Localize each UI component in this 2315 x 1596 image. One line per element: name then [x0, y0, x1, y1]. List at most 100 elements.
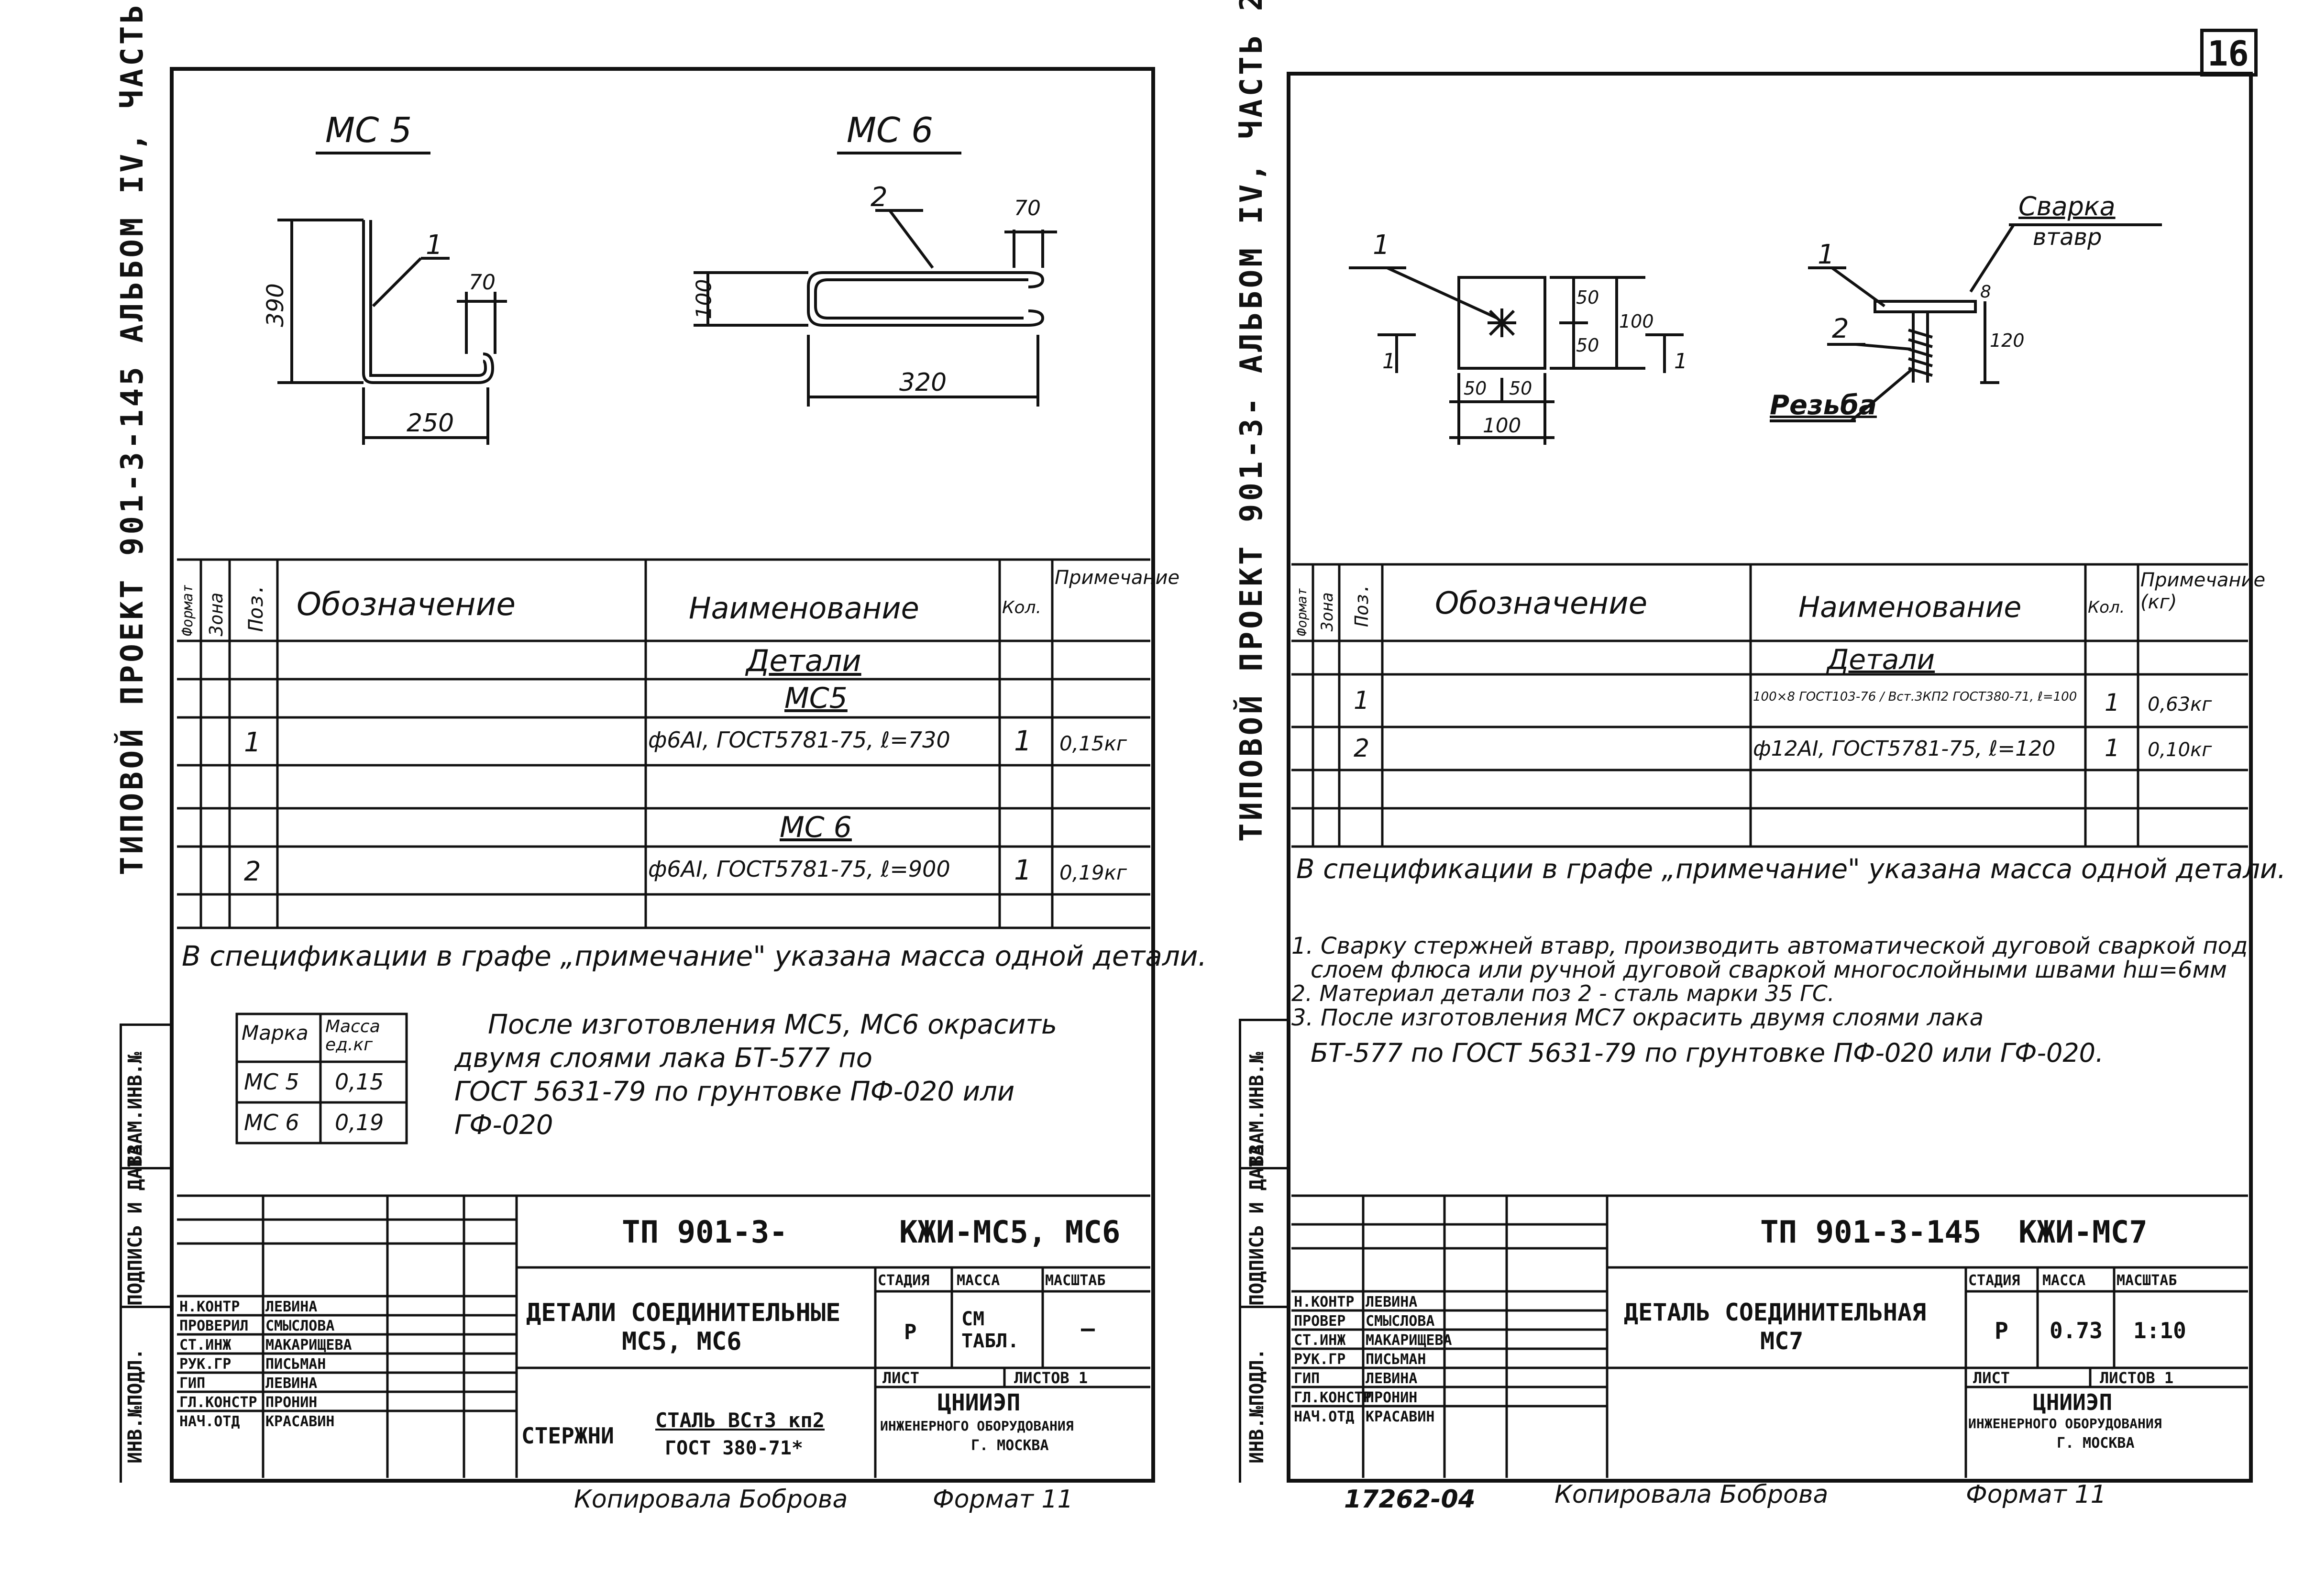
- left-person-name-2: СМЫСЛОВА: [265, 1318, 335, 1334]
- left-person-name-5: ЛЕВИНА: [265, 1375, 318, 1392]
- right-spec-row-2-name: 100×8 ГОСТ103-76 / Вст.3КП2 ГОСТ380-71, …: [1753, 690, 2077, 704]
- right-person-name-5: ЛЕВИНА: [1366, 1370, 1418, 1387]
- left-spec-row-6-pos: 2: [244, 856, 261, 887]
- left-paint-note-3: ГОСТ 5631-79 по грунтовке ПФ-020 или: [454, 1076, 1015, 1107]
- right-person-role-6: ГЛ.КОНСТР: [1294, 1389, 1372, 1406]
- left-person-name-3: МАКАРИЩЕВА: [265, 1337, 352, 1354]
- right-person-role-7: НАЧ.ОТД: [1294, 1409, 1355, 1425]
- dim-50-b: 50: [1576, 335, 1599, 356]
- drawing-section-a: 1: [1382, 349, 1396, 374]
- right-person-role-2: ПРОВЕР: [1294, 1313, 1346, 1330]
- right-spec-h-designation: Обозначение: [1435, 586, 1648, 621]
- left-paint-note-1: После изготовления МС5, МС6 окрасить: [488, 1009, 1057, 1040]
- right-stamp-title-2: МС7: [1760, 1327, 1804, 1355]
- left-stamp-code: ТП 901-3-: [622, 1215, 788, 1250]
- left-person-role-2: ПРОВЕРИЛ: [179, 1318, 249, 1334]
- drawing-section-b: 1: [1674, 349, 1687, 374]
- left-person-role-5: ГИП: [179, 1375, 206, 1392]
- right-stamp-mark: КЖИ-МС7: [2018, 1215, 2148, 1250]
- right-spec-note: В спецификации в графе „примечание" указ…: [1296, 854, 2286, 885]
- left-paint-note-4: ГФ-020: [454, 1110, 553, 1141]
- left-spec-row-3-qty: 1: [1014, 725, 1032, 757]
- left-spec-row-3-name: ф6АI, ГОСТ5781-75, ℓ=730: [648, 727, 950, 753]
- right-person-name-6: ПРОНИН: [1366, 1389, 1418, 1406]
- right-stamp-stage: Р: [1995, 1318, 2008, 1344]
- left-stamp-material-label: СТЕРЖНИ: [521, 1423, 614, 1449]
- drawing-pos-1b: 1: [1818, 239, 1835, 270]
- right-stamp-mass: 0.73: [2050, 1318, 2103, 1343]
- left-person-name-7: КРАСАВИН: [265, 1413, 335, 1430]
- left-stamp-mark: КЖИ-МС5, МС6: [899, 1215, 1121, 1250]
- dim-100-h: 100: [1483, 414, 1521, 437]
- right-spec-row-2-pos: 1: [1354, 686, 1370, 715]
- left-spec-h-qty: Кол.: [1002, 598, 1042, 617]
- mc6-title: МС 6: [847, 110, 934, 150]
- left-person-name-4: ПИСЬМАН: [265, 1356, 326, 1373]
- right-stamp-sheets: ЛИСТОВ 1: [2100, 1369, 2174, 1387]
- left-stamp-stage: Р: [904, 1320, 917, 1344]
- mc5-pos-label: 1: [426, 230, 443, 261]
- right-spec-h-name: Наименование: [1798, 591, 2022, 624]
- right-person-role-3: СТ.ИНЖ: [1294, 1332, 1346, 1349]
- right-spec-row-1-name: Детали: [1827, 643, 1935, 676]
- right-person-role-1: Н.КОНТР: [1294, 1294, 1355, 1310]
- left-stamp-material-1: СТАЛЬ ВСт3 кп2: [655, 1409, 825, 1432]
- mc6-dim-width: 320: [899, 368, 947, 397]
- left-spec-row-6-name: ф6АI, ГОСТ5781-75, ℓ=900: [648, 856, 950, 882]
- weld-label-1: Сварка: [2018, 191, 2116, 221]
- left-stamp-scale-h: МАСШТАБ: [1045, 1272, 1106, 1289]
- left-spec-row-2-name: МС5: [784, 682, 848, 715]
- right-spec-row-2-note: 0,63кг: [2148, 693, 2212, 715]
- drawing-pos-1: 1: [1373, 230, 1390, 261]
- dim-50-a: 50: [1576, 287, 1599, 308]
- right-note-3: 2. Материал детали поз 2 - сталь марки 3…: [1291, 980, 1835, 1006]
- right-spec-row-3-qty: 1: [2105, 734, 2120, 762]
- left-person-role-6: ГЛ.КОНСТР: [179, 1394, 257, 1411]
- right-stamp-org-1: ЦНИИЭП: [2033, 1389, 2113, 1415]
- mass-table-r1-mass: 0,15: [335, 1069, 384, 1095]
- right-stamp-code: ТП 901-3-145: [1760, 1215, 1982, 1250]
- thread-label: Резьба: [1770, 390, 1877, 421]
- left-stamp-org-1: ЦНИИЭП: [937, 1389, 1021, 1416]
- right-footer-format: Формат 11: [1966, 1480, 2106, 1509]
- mass-table-r1-mark: МС 5: [244, 1069, 299, 1095]
- left-spec-row-6-qty: 1: [1014, 854, 1032, 886]
- left-spec-h-designation: Обозначение: [297, 586, 516, 623]
- right-spec-row-3-pos: 2: [1354, 734, 1370, 763]
- mass-table-r2-mark: МС 6: [244, 1110, 299, 1135]
- right-spec-row-2-qty: 1: [2105, 689, 2120, 716]
- left-spec-row-5-name: МС 6: [780, 811, 852, 844]
- right-person-name-1: ЛЕВИНА: [1366, 1294, 1418, 1310]
- right-note-1: 1. Сварку стержней втавр, производить ав…: [1291, 933, 2248, 959]
- right-person-name-4: ПИСЬМАН: [1366, 1351, 1426, 1368]
- page-number-box: [2200, 29, 2258, 77]
- left-spec-row-3-pos: 1: [244, 727, 261, 758]
- left-spec-note: В спецификации в графе „примечание" указ…: [182, 940, 1207, 972]
- right-person-name-3: МАКАРИЩЕВА: [1366, 1332, 1452, 1349]
- left-stamp-scale: —: [1081, 1315, 1095, 1342]
- left-paint-note-2: двумя слоями лака БТ-577 по: [454, 1043, 873, 1074]
- mc5-dim-hook: 70: [469, 270, 496, 295]
- right-spec-h-qty: Кол.: [2088, 598, 2125, 617]
- left-stamp-material-2: ГОСТ 380-71*: [665, 1437, 803, 1459]
- left-stamp-sheet: ЛИСТ: [882, 1369, 920, 1387]
- right-stamp-stage-h: СТАДИЯ: [1968, 1272, 2020, 1289]
- dim-100-v: 100: [1619, 311, 1654, 332]
- left-person-name-6: ПРОНИН: [265, 1394, 318, 1411]
- left-spec-row-3-note: 0,15кг: [1059, 732, 1127, 755]
- left-spec-row-6-note: 0,19кг: [1059, 861, 1127, 884]
- left-sheet: [170, 67, 1155, 1483]
- left-footer-copied: Копировала Боброва: [574, 1485, 848, 1514]
- right-stamp-scale: 1:10: [2133, 1318, 2186, 1343]
- right-footer-number: 17262-04: [1344, 1485, 1476, 1514]
- right-note-4: 3. После изготовления МС7 окрасить двумя…: [1291, 1004, 1984, 1031]
- left-stamp-org-2: ИНЖЕНЕРНОГО ОБОРУДОВАНИЯ: [880, 1418, 1074, 1434]
- right-spec-row-3-name: ф12АI, ГОСТ5781-75, ℓ=120: [1753, 737, 2056, 761]
- left-stamp-title-2: МС5, МС6: [622, 1327, 742, 1356]
- right-person-role-5: ГИП: [1294, 1370, 1320, 1387]
- dim-8: 8: [1980, 282, 1991, 302]
- right-stamp-org-3: Г. МОСКВА: [2057, 1435, 2135, 1452]
